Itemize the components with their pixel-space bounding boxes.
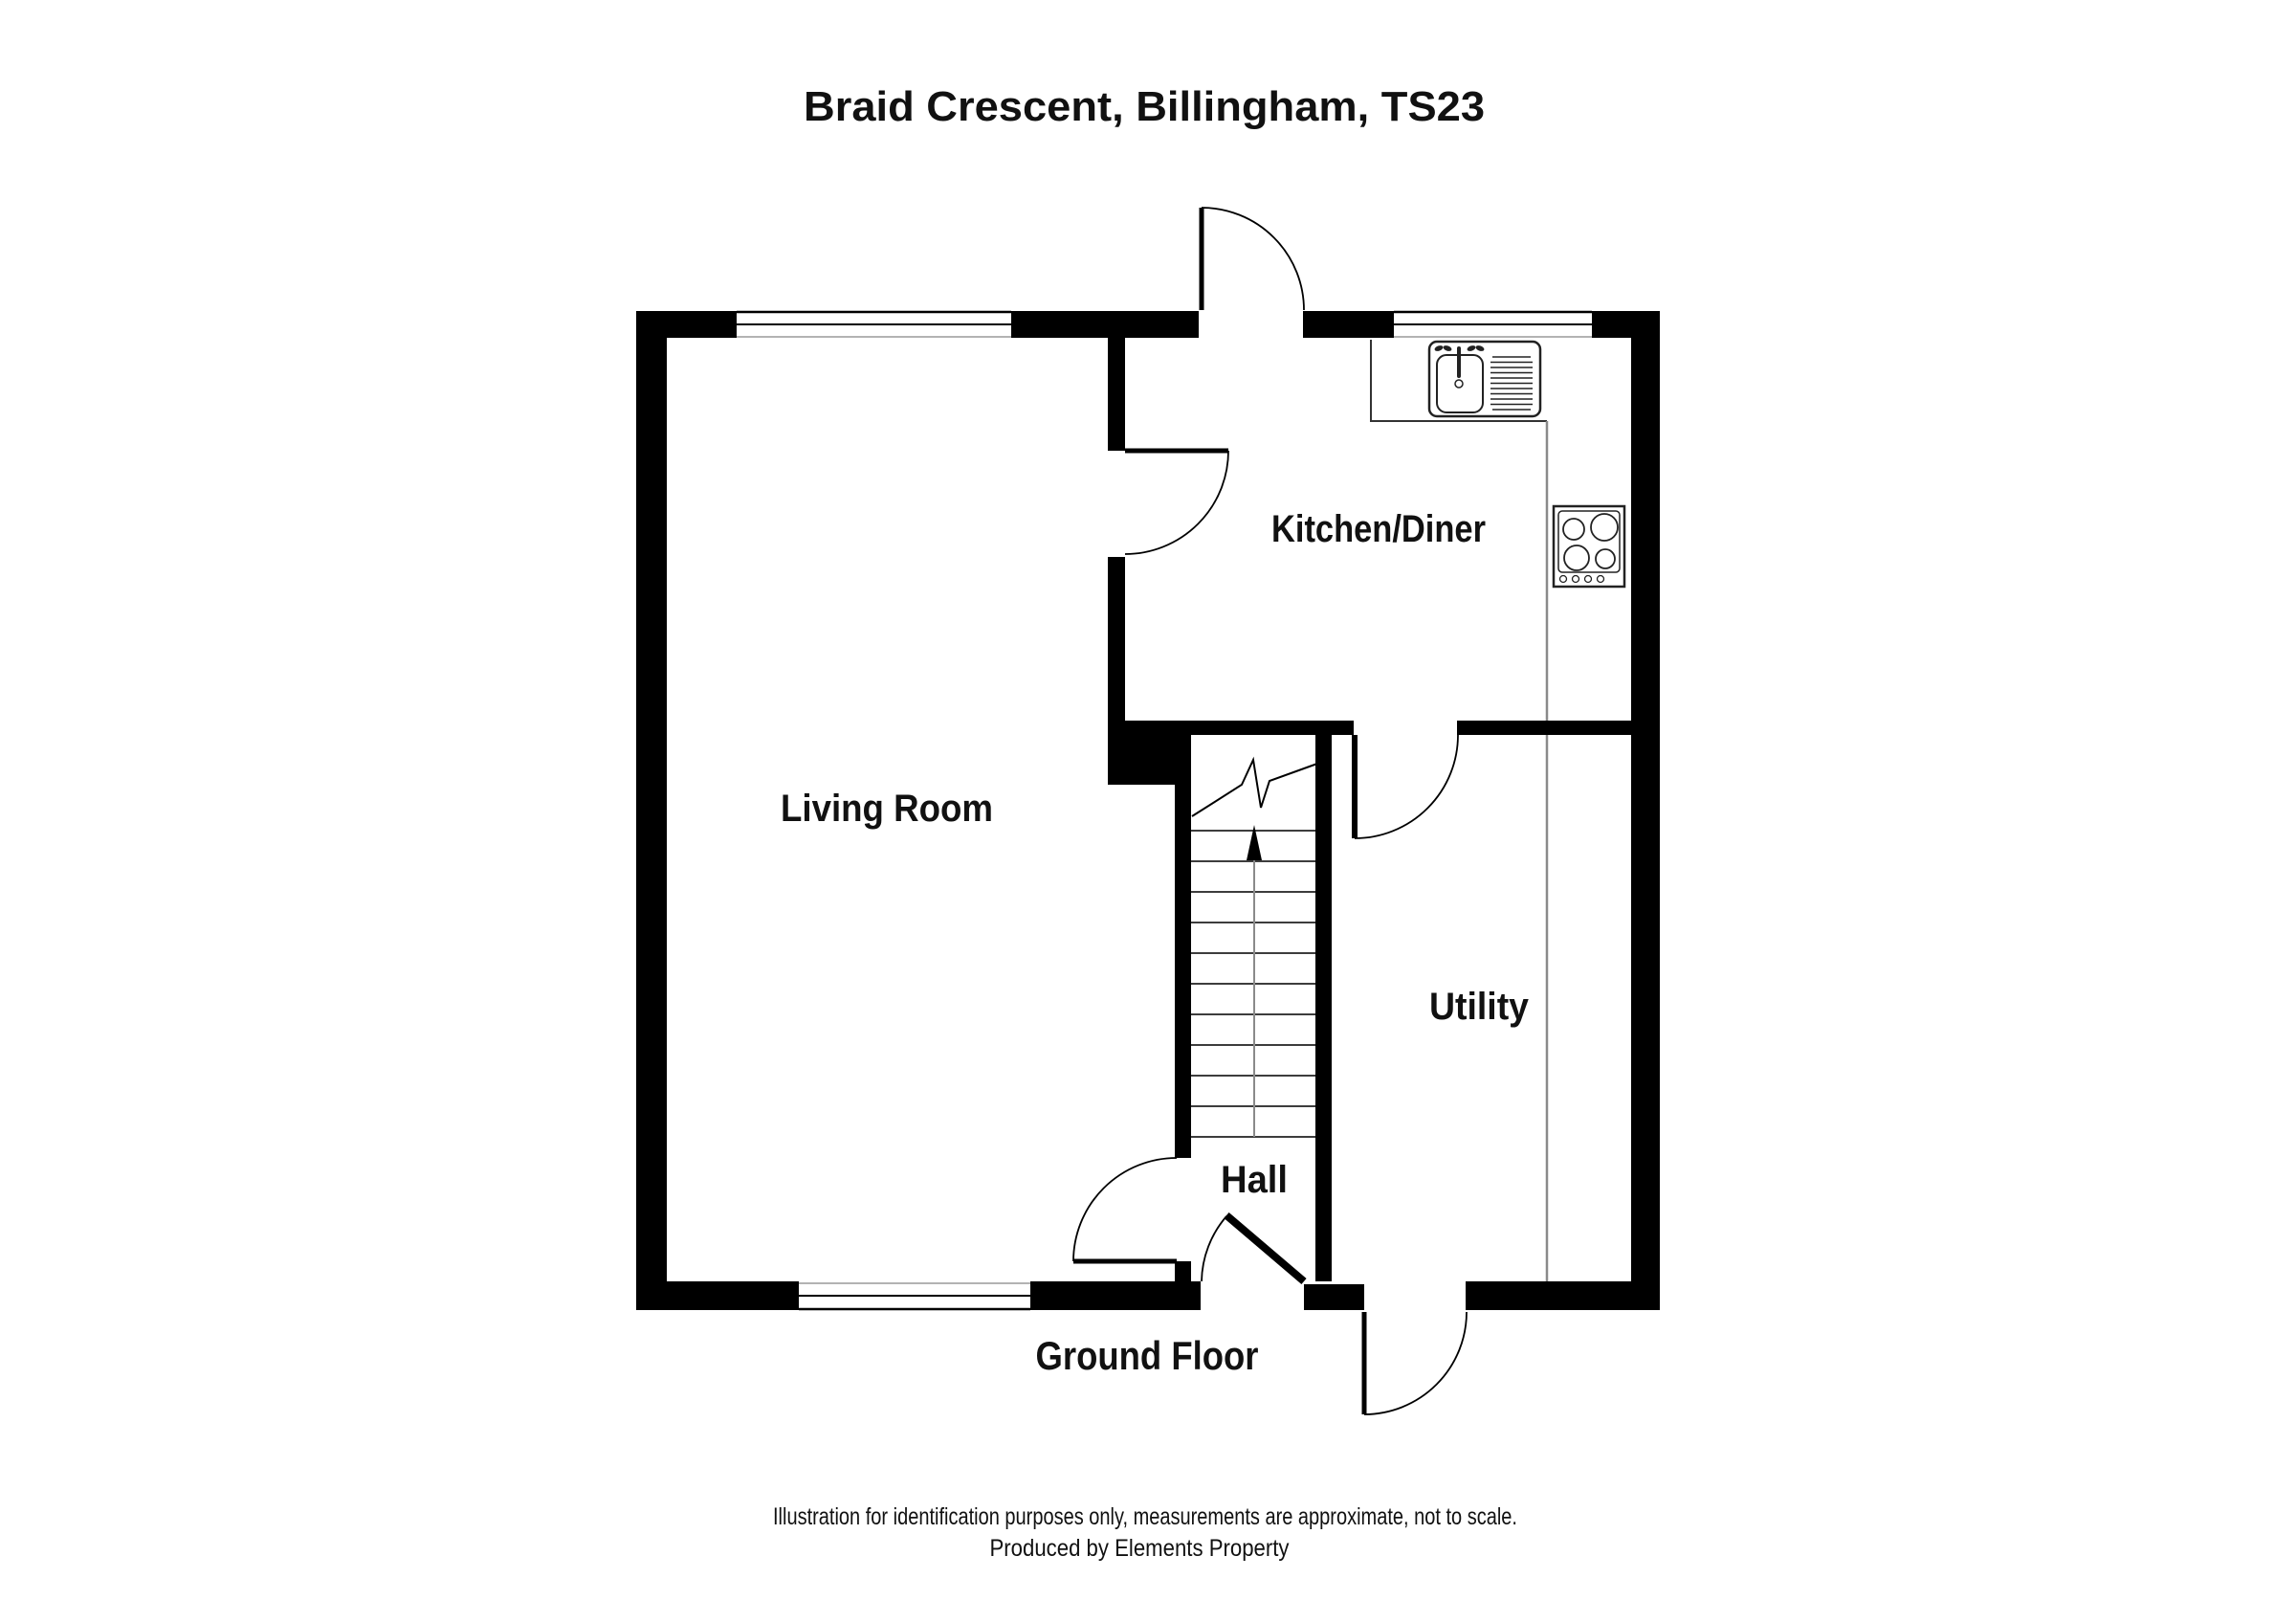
hall-label: Hall [1221,1159,1288,1201]
living-room-kitchen-door [1124,448,1229,555]
hob-icon [1552,504,1626,589]
stairs-break-line [1191,756,1318,817]
utility-label: Utility [1429,986,1530,1028]
sink-icon [1427,340,1542,418]
hall-back-door [1201,1212,1307,1285]
footer-credit: Produced by Elements Property [990,1535,1290,1562]
page-title: Braid Crescent, Billingham, TS23 [804,83,1485,130]
kitchen-diner-label: Kitchen/Diner [1271,508,1486,550]
utility-door [1352,734,1459,839]
kitchen-counter [1370,340,1549,1281]
front-door [1199,207,1305,311]
hall-living-room-door [1072,1157,1178,1264]
living-room-window-bottom [799,1281,1030,1311]
living-room-window-top [737,310,1011,338]
utility-back-door [1361,1311,1468,1415]
floor-label: Ground Floor [1036,1333,1259,1378]
staircase [1191,756,1318,1138]
kitchen-window [1394,310,1592,338]
living-room-label: Living Room [781,788,993,830]
walls [636,311,1660,1310]
stairs-up-arrow-icon [1247,825,1262,860]
footer-disclaimer: Illustration for identification purposes… [773,1503,1517,1530]
